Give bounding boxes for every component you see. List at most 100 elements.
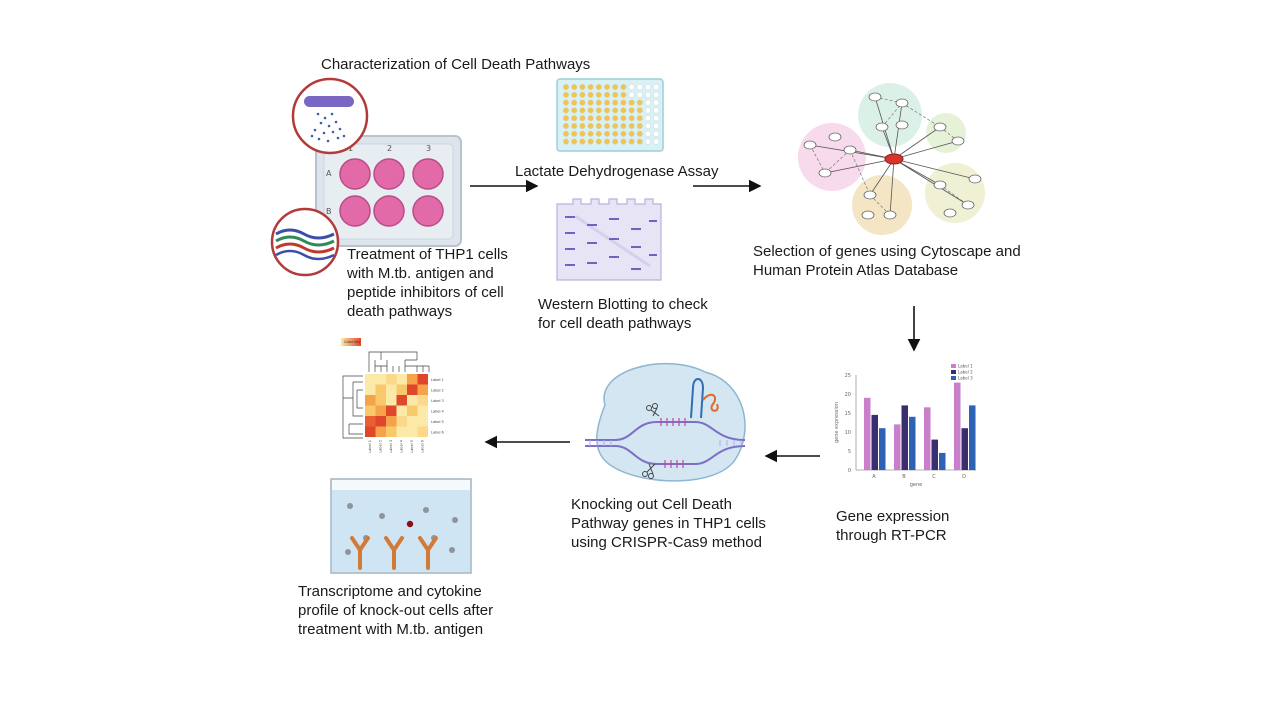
heatmap-cell [375, 416, 386, 427]
heatmap-row-label: Label 6 [431, 431, 444, 435]
microplate-well [603, 122, 611, 130]
well-plate-figure: 1 2 3 A B [270, 77, 462, 277]
text-line: using CRISPR-Cas9 method [571, 534, 762, 551]
microplate-well [595, 107, 602, 114]
treatment-label: Treatment of THP1 cells with M.tb. antig… [347, 245, 508, 321]
microplate-well [603, 115, 611, 122]
network-nodes [803, 92, 982, 220]
microplate-well [579, 138, 586, 145]
microplate-well [587, 99, 594, 106]
microplate-well [562, 138, 570, 145]
text-line: Transcriptome and cytokine [298, 583, 482, 600]
text-line: for cell death pathways [538, 315, 692, 332]
y-tick-label: 15 [845, 411, 851, 417]
antibody-icon [350, 536, 438, 570]
guide-rna [660, 418, 686, 468]
y-tick-label: 0 [848, 468, 851, 474]
bar [909, 416, 916, 470]
text-line: Knocking out Cell Death [571, 496, 732, 513]
crispr-label: Knocking out Cell Death Pathway genes in… [571, 495, 766, 552]
microplate-well [612, 138, 619, 145]
plate-well [339, 195, 371, 227]
dendrogram [342, 351, 430, 439]
bar [954, 382, 961, 470]
microplate-well [636, 115, 643, 122]
text-line: peptide inhibitors of cell [347, 284, 504, 301]
microplate-well [636, 83, 643, 91]
plate-well [412, 195, 444, 227]
heatmap-cell [365, 426, 376, 437]
microplate-well [636, 99, 643, 106]
plate-row-label: A [326, 169, 332, 178]
microplate-well [612, 107, 619, 114]
microplate-well [571, 83, 578, 91]
heatmap-cell [417, 426, 428, 437]
heatmap-cell [396, 416, 407, 427]
peptide-strand-icon [275, 228, 335, 240]
bar [864, 397, 871, 470]
text-line: with M.tb. antigen and [347, 265, 494, 282]
heatmap-col-label: Label 3 [389, 440, 393, 453]
microplate-well [595, 115, 602, 122]
microplate-well [587, 115, 594, 122]
microplate-well [628, 130, 635, 137]
heatmap-col-label: Label 4 [400, 439, 404, 453]
microplate-well [571, 91, 578, 98]
microplate-well [587, 138, 594, 145]
heatmap-cell [417, 395, 428, 406]
text-line: treatment with M.tb. antigen [298, 621, 484, 638]
y-tick-label: 10 [845, 430, 851, 436]
microplate-well [595, 83, 602, 91]
scissors-icon [642, 403, 660, 479]
legend-swatch [951, 370, 956, 374]
crispr-cas9-figure [585, 362, 746, 482]
bar [924, 407, 931, 470]
microplate-well [587, 130, 594, 137]
y-tick-label: 20 [845, 392, 851, 398]
microplate-well [653, 91, 660, 98]
heatmap-row-label: Label 3 [431, 399, 444, 403]
microplate-well [587, 83, 594, 91]
microplate-well [644, 91, 652, 98]
microplate-well [579, 99, 586, 106]
heatmap-col-label: Label 5 [410, 440, 414, 453]
text-line: profile of knock-out cells after [298, 602, 494, 619]
heatmap-cell [386, 395, 397, 406]
microplate-well [653, 122, 660, 130]
microplate-well [628, 83, 635, 91]
microplate-well [628, 107, 635, 114]
microplate-well [644, 107, 652, 114]
x-tick-label: A [872, 474, 876, 480]
plate-well [373, 195, 405, 227]
hub-node [884, 153, 904, 165]
microplate-well [603, 107, 611, 114]
microplate-wells [562, 83, 660, 145]
ldh-microplate-figure [556, 78, 664, 152]
antigen-particles [310, 112, 346, 143]
bar [894, 424, 901, 470]
heatmap-cell [407, 384, 418, 395]
legend-swatch [951, 364, 956, 368]
microplate-well [620, 83, 627, 91]
microplate-well [644, 115, 652, 122]
microplate-well [571, 138, 578, 145]
microplate-well [620, 107, 627, 114]
microplate-well [620, 91, 627, 98]
color-key [341, 338, 361, 346]
bar [969, 405, 976, 470]
microplate-well [579, 130, 586, 137]
microplate-well [636, 130, 643, 137]
bar [871, 414, 878, 470]
plate-row-label: B [326, 207, 332, 216]
microplate-well [612, 115, 619, 122]
microplate-well [562, 83, 570, 91]
legend-label: Label 1 [958, 364, 973, 369]
text-line: Gene expression [836, 508, 950, 525]
heatmap-row-label: Label 5 [431, 420, 444, 424]
microplate-well [595, 99, 602, 106]
x-axis-title: gene [910, 482, 923, 488]
bar [901, 405, 908, 470]
microplate-well [628, 99, 635, 106]
